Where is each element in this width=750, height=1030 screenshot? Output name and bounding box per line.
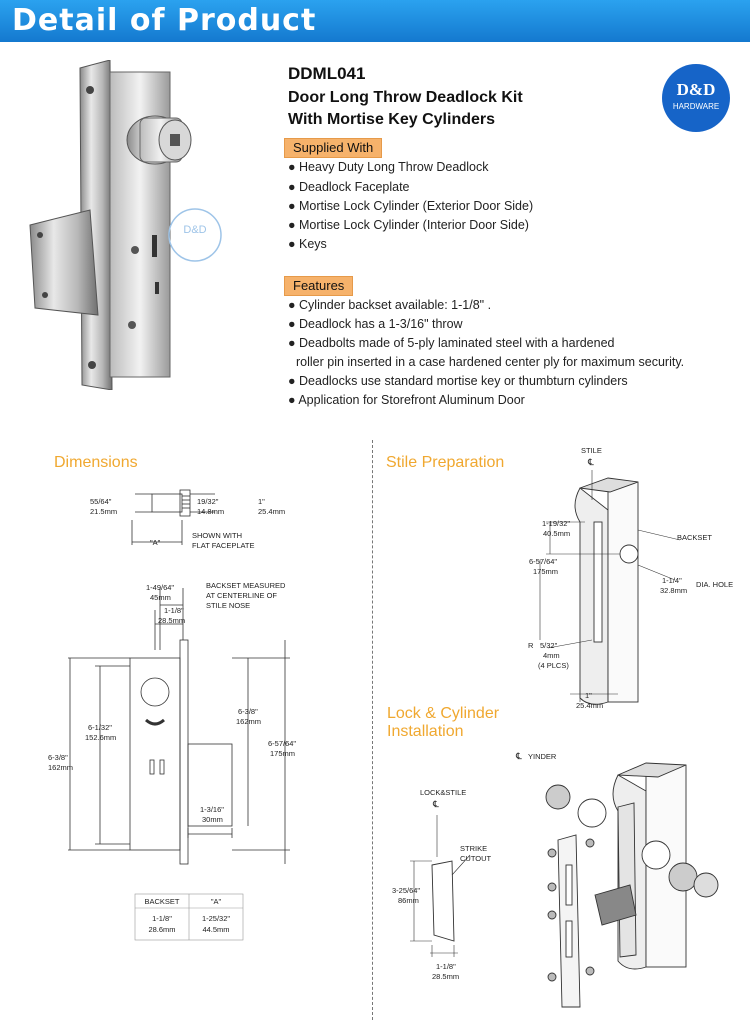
main-dim2-mm: 28.5mm: [158, 616, 185, 625]
stile-r1: 5/32": [540, 641, 558, 650]
product-name-line1: Door Long Throw Deadlock Kit: [288, 89, 523, 106]
main-dim1: 1-49/64": [146, 583, 174, 592]
main-note3: STILE NOSE: [206, 601, 250, 610]
stile-dim1: 1-19/32": [542, 519, 570, 528]
stile-dim3-mm: 32.8mm: [660, 586, 687, 595]
installation-title-line2: Installation: [387, 723, 464, 740]
supplied-with-label: Supplied With: [284, 138, 383, 158]
supplied-item: ● Heavy Duty Long Throw Deadlock: [288, 160, 489, 174]
product-photo: D&D: [29, 60, 222, 390]
stile-r1-mm: 4mm: [543, 651, 560, 660]
supplied-item: ● Mortise Lock Cylinder (Interior Door S…: [288, 218, 529, 232]
logo-sub-text: HARDWARE: [672, 102, 720, 111]
installation-title-line1: Lock & Cylinder: [387, 705, 500, 722]
stile-dim1-mm: 40.5mm: [543, 529, 570, 538]
install-centerline: ℄: [515, 751, 522, 761]
install-dim2-mm: 28.5mm: [432, 972, 459, 981]
section-divider: [372, 440, 373, 1020]
main-dim4: 6-3/8": [48, 753, 68, 762]
top-dim1: 55/64": [90, 497, 112, 506]
feature-item: ● Deadlock has a 1-3/16" throw: [288, 317, 463, 331]
dimensions-title: Dimensions: [54, 454, 138, 471]
main-note1: BACKSET MEASURED: [206, 581, 286, 590]
feature-item: ● Cylinder backset available: 1-1/8" .: [288, 298, 492, 312]
stile-r: R: [528, 641, 534, 650]
main-dim1-mm: 45mm: [150, 593, 171, 602]
installation-drawing: ℄ YINDER LOCK&STILE ℄ STRIKE CUTOUT 3-25…: [392, 751, 719, 1008]
main-dim4-mm: 162mm: [48, 763, 73, 772]
feature-item: ● Deadlocks use standard mortise key or …: [288, 374, 628, 388]
main-dim2: 1-1/8": [164, 606, 184, 615]
product-model: DDML041: [288, 64, 366, 83]
table-header-backset: BACKSET: [144, 897, 179, 906]
main-dim5-mm: 162mm: [236, 717, 261, 726]
install-dim1: 3-25/64": [392, 886, 420, 895]
install-strike1: STRIKE: [460, 844, 487, 853]
main-dim7-mm: 30mm: [202, 815, 223, 824]
table-header-a: "A": [211, 897, 222, 906]
install-strike2: CUTOUT: [460, 854, 492, 863]
install-lockstile-label: LOCK&STILE: [420, 788, 466, 797]
table-cell: 1-1/8": [152, 914, 172, 923]
install-cylinder-label: YINDER: [528, 752, 557, 761]
main-dim6-mm: 175mm: [270, 749, 295, 758]
stile-backset: BACKSET: [677, 533, 712, 542]
table-cell: 1-25/32": [202, 914, 230, 923]
page-title: Detail of Product: [12, 3, 317, 38]
feature-item: ● Application for Storefront Aluminum Do…: [288, 393, 525, 407]
header-banner: Detail of Product: [0, 0, 750, 42]
main-dim5: 6-3/8": [238, 707, 258, 716]
main-dim7: 1-3/16": [200, 805, 224, 814]
stile-dim4: 1": [585, 691, 592, 700]
logo-main-text: D&D: [676, 80, 716, 99]
stile-dim2: 6-57/64": [529, 557, 557, 566]
top-dim3-mm: 25.4mm: [258, 507, 285, 516]
stile-centerline: ℄: [587, 457, 594, 467]
top-dim2-mm: 14.8mm: [197, 507, 224, 516]
stile-dia-hole: DIA. HOLE: [696, 580, 733, 589]
table-cell: 44.5mm: [202, 925, 229, 934]
brand-logo: D&D HARDWARE: [662, 64, 730, 132]
main-dim3: 6-1/32": [88, 723, 112, 732]
stile-label: STILE: [581, 446, 602, 455]
table-cell: 28.6mm: [148, 925, 175, 934]
stile-preparation-drawing: STILE ℄ 1-19/32" 40.5mm 6-57/64" 175mm B…: [528, 446, 733, 710]
main-dim6: 6-57/64": [268, 739, 296, 748]
feature-item-continued: roller pin inserted in a case hardened c…: [296, 355, 685, 369]
stile-dim4-mm: 25.4mm: [576, 701, 603, 710]
top-dim2: 19/32": [197, 497, 219, 506]
stile-dim3: 1-1/4": [662, 576, 682, 585]
product-name-line2: With Mortise Key Cylinders: [288, 111, 496, 128]
top-note1: SHOWN WITH: [192, 531, 242, 540]
dimensions-drawing: 55/64" 21.5mm 19/32" 14.8mm 1" 25.4mm "A…: [48, 489, 296, 941]
main-dim3-mm: 152.6mm: [85, 733, 116, 742]
stile-dim2-mm: 175mm: [533, 567, 558, 576]
top-dim3: 1": [258, 497, 265, 506]
features-label: Features: [284, 276, 354, 296]
main-note2: AT CENTERLINE OF: [206, 591, 277, 600]
feature-item: ● Deadbolts made of 5-ply laminated stee…: [288, 336, 615, 350]
top-dim1-mm: 21.5mm: [90, 507, 117, 516]
supplied-item: ● Mortise Lock Cylinder (Exterior Door S…: [288, 199, 534, 213]
top-a-label: "A": [150, 538, 161, 547]
stile-r1-note: (4 PLCS): [538, 661, 569, 670]
supplied-item: ● Deadlock Faceplate: [288, 180, 410, 194]
install-dim2: 1-1/8": [436, 962, 456, 971]
stile-preparation-title: Stile Preparation: [386, 454, 505, 471]
install-lockstile-centerline: ℄: [432, 799, 439, 809]
supplied-item: ● Keys: [288, 237, 327, 251]
top-note2: FLAT FACEPLATE: [192, 541, 255, 550]
photo-watermark: D&D: [183, 224, 206, 236]
install-dim1-mm: 86mm: [398, 896, 419, 905]
